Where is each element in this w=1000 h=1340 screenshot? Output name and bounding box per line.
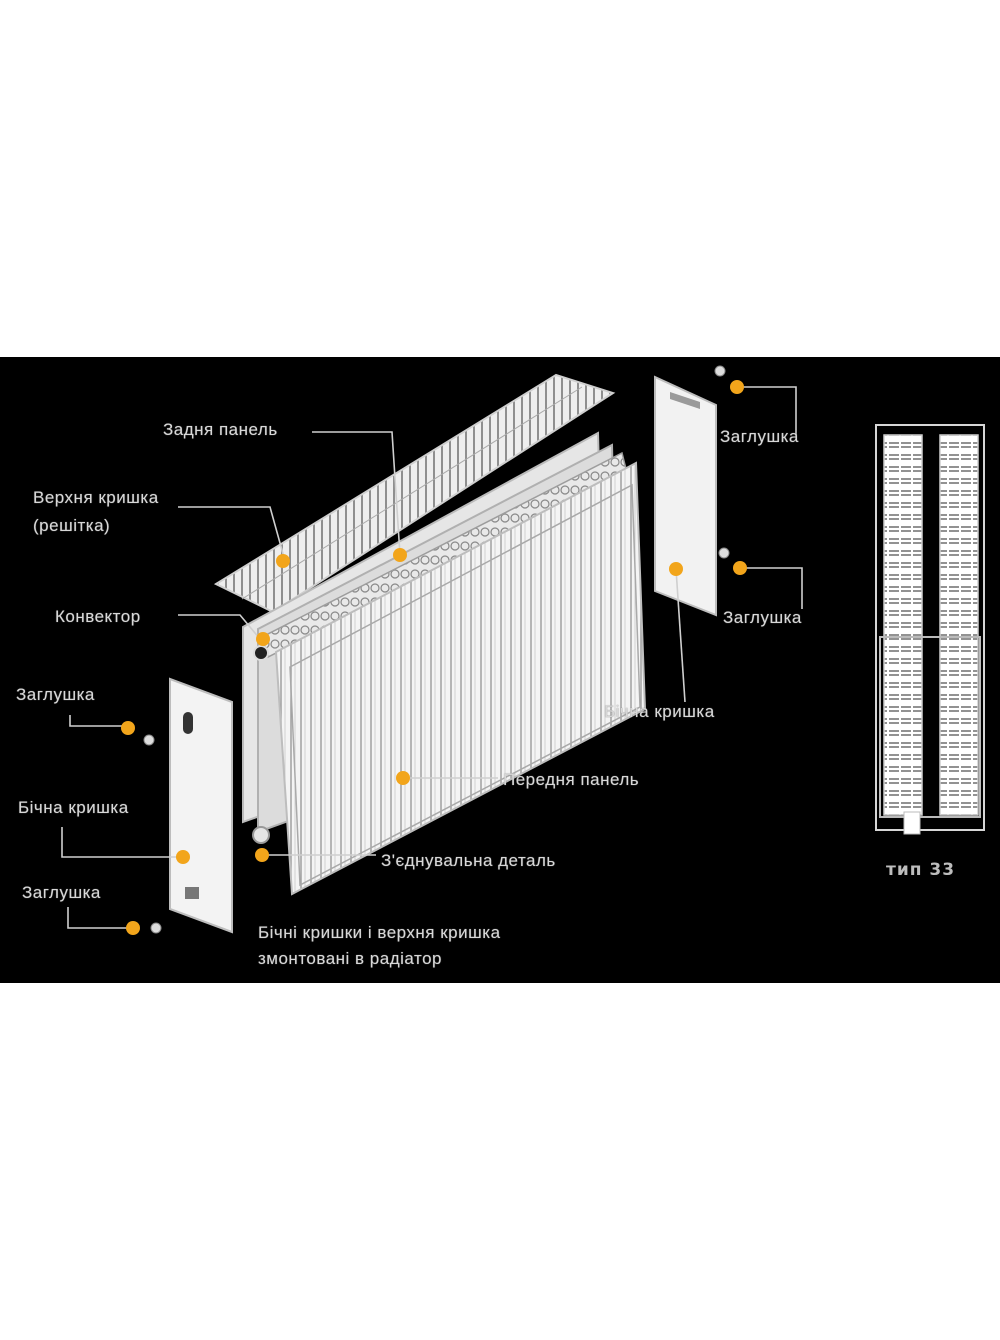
- connector-pipes: [252, 645, 270, 844]
- top-cover-grill: [213, 373, 616, 614]
- type33-cross-section: [875, 424, 985, 835]
- label-front-panel: Передня панель: [503, 770, 640, 789]
- label-plug-left-bottom: Заглушка: [22, 883, 101, 902]
- marker-dot: [393, 548, 407, 562]
- marker-dot: [733, 561, 747, 575]
- marker-dot: [669, 562, 683, 576]
- label-convector: Конвектор: [55, 607, 141, 626]
- marker-dot: [396, 771, 410, 785]
- marker-dots: [121, 380, 747, 935]
- marker-dot: [121, 721, 135, 735]
- marker-dot: [256, 632, 270, 646]
- marker-dot: [176, 850, 190, 864]
- label-side-cover-left: Бічна кришка: [18, 798, 129, 817]
- label-plug-right-mid: Заглушка: [723, 608, 802, 627]
- label-top-cover: Верхня кришка: [33, 488, 159, 507]
- side-cover-left: [169, 677, 233, 934]
- label-mounted-note-1: Бічні кришки і верхня кришка: [258, 923, 501, 942]
- label-plug-left-top: Заглушка: [16, 685, 95, 704]
- side-cover-right: [654, 375, 717, 617]
- leader-lines: [61, 386, 803, 929]
- label-connector: З'єднувальна деталь: [381, 851, 556, 870]
- label-back-panel: Задня панель: [163, 420, 278, 439]
- plug-icon: [718, 547, 730, 559]
- marker-dot: [255, 848, 269, 862]
- label-plug-right-top: Заглушка: [720, 427, 799, 446]
- front-panel: [274, 461, 647, 896]
- plug-icon: [143, 734, 155, 746]
- label-type: тип 33: [886, 860, 956, 880]
- label-side-cover-right: Бічна кришка: [604, 702, 715, 721]
- plug-icon: [714, 365, 726, 377]
- marker-dot: [126, 921, 140, 935]
- label-top-cover-note: (решітка): [33, 516, 111, 535]
- marker-dot: [276, 554, 290, 568]
- diagram-panel: Задня панель Верхня кришка (решітка) Кон…: [0, 357, 1000, 983]
- plug-icon: [150, 922, 162, 934]
- label-mounted-note-2: змонтовані в радіатор: [258, 949, 443, 968]
- radiator-exploded-view: [61, 365, 985, 935]
- marker-dot: [730, 380, 744, 394]
